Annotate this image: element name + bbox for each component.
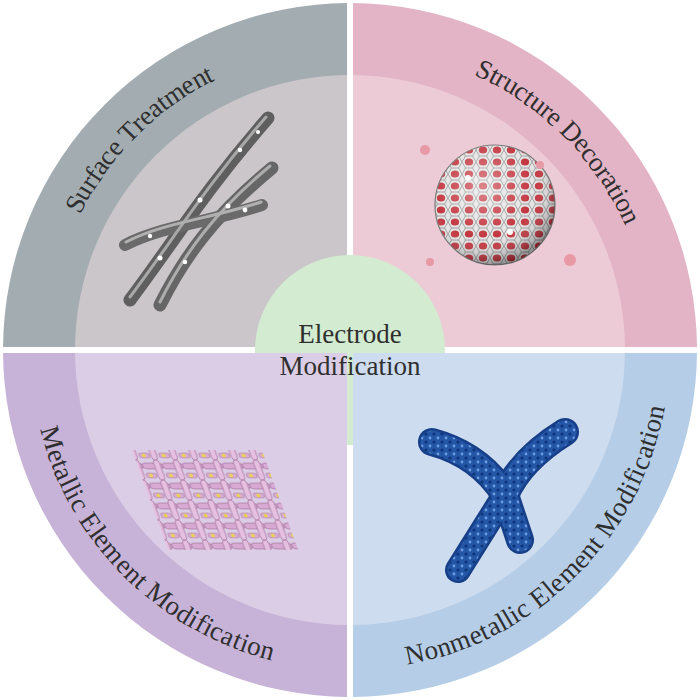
sector-shape: [353, 0, 700, 347]
center-content: Electrode Modification: [255, 255, 445, 445]
sector-label: Metallic Element Modification: [37, 423, 283, 665]
circle-shape: [255, 255, 445, 445]
outer-band: [353, 3, 697, 347]
outer-band: [353, 353, 697, 697]
quadrant-sector: Surface Treatment: [0, 0, 347, 347]
sector-label: Nonmetallic Element Modification: [399, 397, 669, 670]
inner-disk: [353, 75, 625, 347]
center-label: Electrode Modification: [275, 318, 425, 382]
outer-band: [3, 353, 347, 697]
sector-label: Structure Decoration: [469, 55, 646, 232]
inner-disk: [75, 75, 347, 347]
sector-label: Surface Treatment: [60, 59, 222, 220]
inner-disk: [353, 353, 625, 625]
sector-shape: [0, 0, 347, 347]
quadrant-sector: Nonmetallic Element Modification: [353, 353, 700, 700]
quadrant-sector: Metallic Element Modification: [0, 353, 347, 700]
quadrant-sector: Structure Decoration: [353, 0, 700, 347]
sector-shape: [0, 353, 347, 700]
outer-band: [3, 3, 347, 347]
inner-disk: [75, 353, 347, 625]
center-circle: Electrode Modification: [255, 255, 445, 445]
